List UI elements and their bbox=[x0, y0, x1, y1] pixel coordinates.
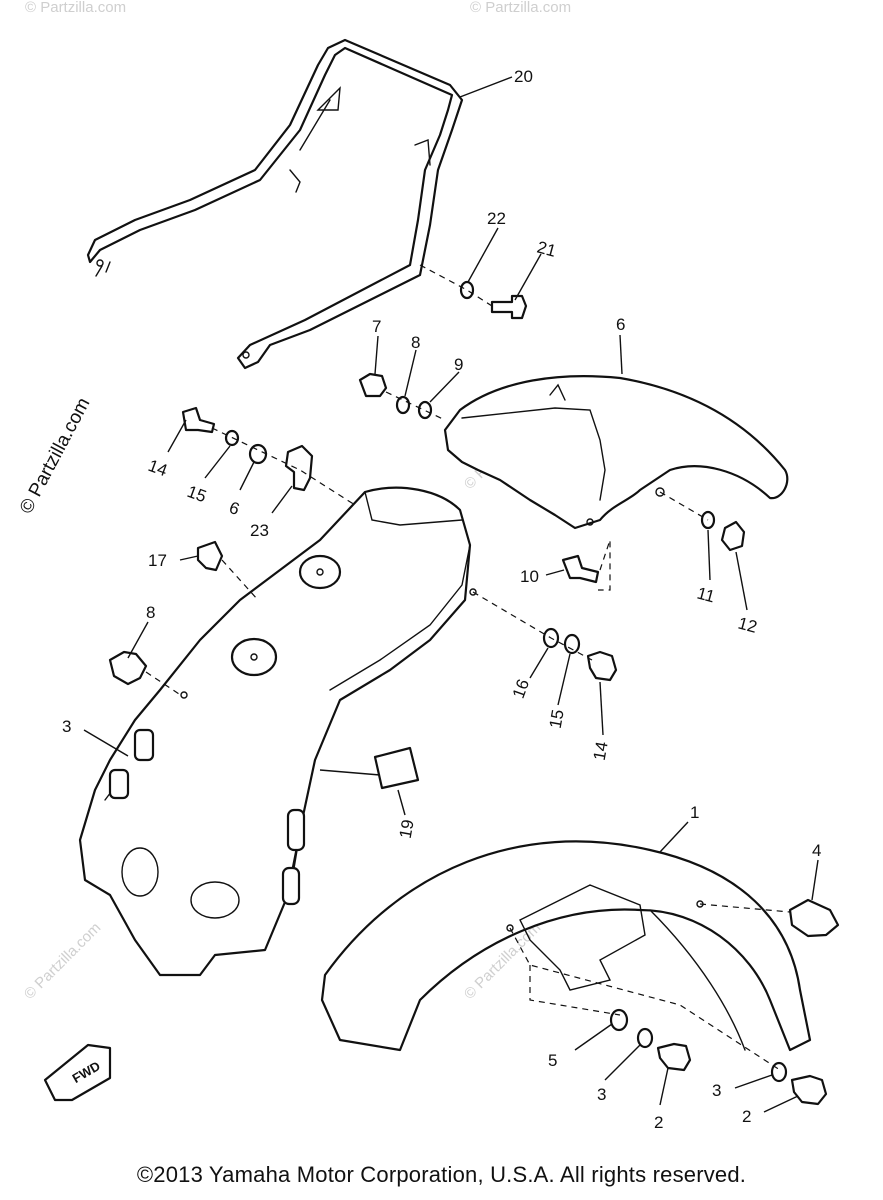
callout-20: 20 bbox=[514, 67, 533, 86]
callout-10: 10 bbox=[520, 567, 539, 586]
bolt-7 bbox=[358, 372, 388, 398]
callout-16: 16 bbox=[509, 677, 533, 701]
bolt-2-left bbox=[656, 1042, 692, 1072]
label-19 bbox=[373, 746, 420, 790]
watermark-side: © Partzilla.com bbox=[16, 394, 95, 517]
washer-3-left bbox=[636, 1027, 654, 1049]
callout-8-left: 8 bbox=[146, 603, 155, 622]
watermark-faint: © Partzilla.com bbox=[21, 919, 104, 1002]
callout-17: 17 bbox=[148, 551, 167, 570]
callout-2-left: 2 bbox=[654, 1113, 663, 1132]
bolt-2-right bbox=[790, 1074, 828, 1106]
clip-17 bbox=[196, 540, 224, 572]
washer-5 bbox=[609, 1008, 629, 1032]
bolt-10 bbox=[561, 554, 600, 584]
washer-22 bbox=[459, 280, 475, 300]
grab-rail bbox=[86, 38, 464, 370]
bolt-14 bbox=[181, 406, 216, 434]
callout-15-right: 15 bbox=[546, 708, 568, 730]
bracket-8 bbox=[108, 650, 148, 686]
nut-12 bbox=[720, 520, 746, 552]
callout-5: 5 bbox=[548, 1051, 557, 1070]
callout-numbers: 20 22 21 7 8 9 6 14 15 6 23 17 10 11 12 … bbox=[62, 67, 821, 1132]
watermark-faint: © Partzilla.com bbox=[470, 0, 571, 16]
fwd-arrow-icon: FWD bbox=[43, 1043, 112, 1102]
callout-14-right: 14 bbox=[590, 740, 612, 762]
callout-21: 21 bbox=[535, 238, 558, 261]
callout-4: 4 bbox=[812, 841, 821, 860]
watermark-faint: © Partzilla.com bbox=[25, 0, 126, 16]
callout-2-right: 2 bbox=[742, 1107, 751, 1126]
washer-15-right bbox=[563, 633, 581, 655]
callout-12: 12 bbox=[736, 614, 759, 637]
callout-9: 9 bbox=[454, 355, 463, 374]
bolt-21 bbox=[490, 294, 528, 320]
washer-9 bbox=[417, 400, 433, 420]
callout-3-left: 3 bbox=[62, 717, 71, 736]
callout-22: 22 bbox=[487, 209, 506, 228]
clamp-23 bbox=[284, 444, 314, 492]
callout-8-upper: 8 bbox=[411, 333, 420, 352]
rear-fender-6 bbox=[443, 375, 789, 530]
reflector-4 bbox=[788, 898, 840, 938]
callout-6-left: 6 bbox=[227, 498, 242, 519]
rear-fender-main bbox=[78, 486, 477, 977]
callout-6-upper: 6 bbox=[616, 315, 625, 334]
callout-19: 19 bbox=[396, 818, 418, 840]
callout-7: 7 bbox=[372, 317, 381, 336]
washer-8 bbox=[395, 395, 411, 415]
callout-3-right: 3 bbox=[712, 1081, 721, 1100]
front-fender-1 bbox=[320, 840, 812, 1052]
callout-23: 23 bbox=[250, 521, 269, 540]
callout-11: 11 bbox=[695, 584, 717, 607]
leader-lines bbox=[83, 76, 819, 1113]
bolt-14-right bbox=[586, 650, 618, 682]
copyright-notice: ©2013 Yamaha Motor Corporation, U.S.A. A… bbox=[136, 1162, 747, 1187]
callout-3-mid: 3 bbox=[597, 1085, 606, 1104]
callout-15-upper: 15 bbox=[185, 482, 209, 506]
callout-1: 1 bbox=[690, 803, 699, 822]
callout-14-upper: 14 bbox=[146, 456, 170, 480]
